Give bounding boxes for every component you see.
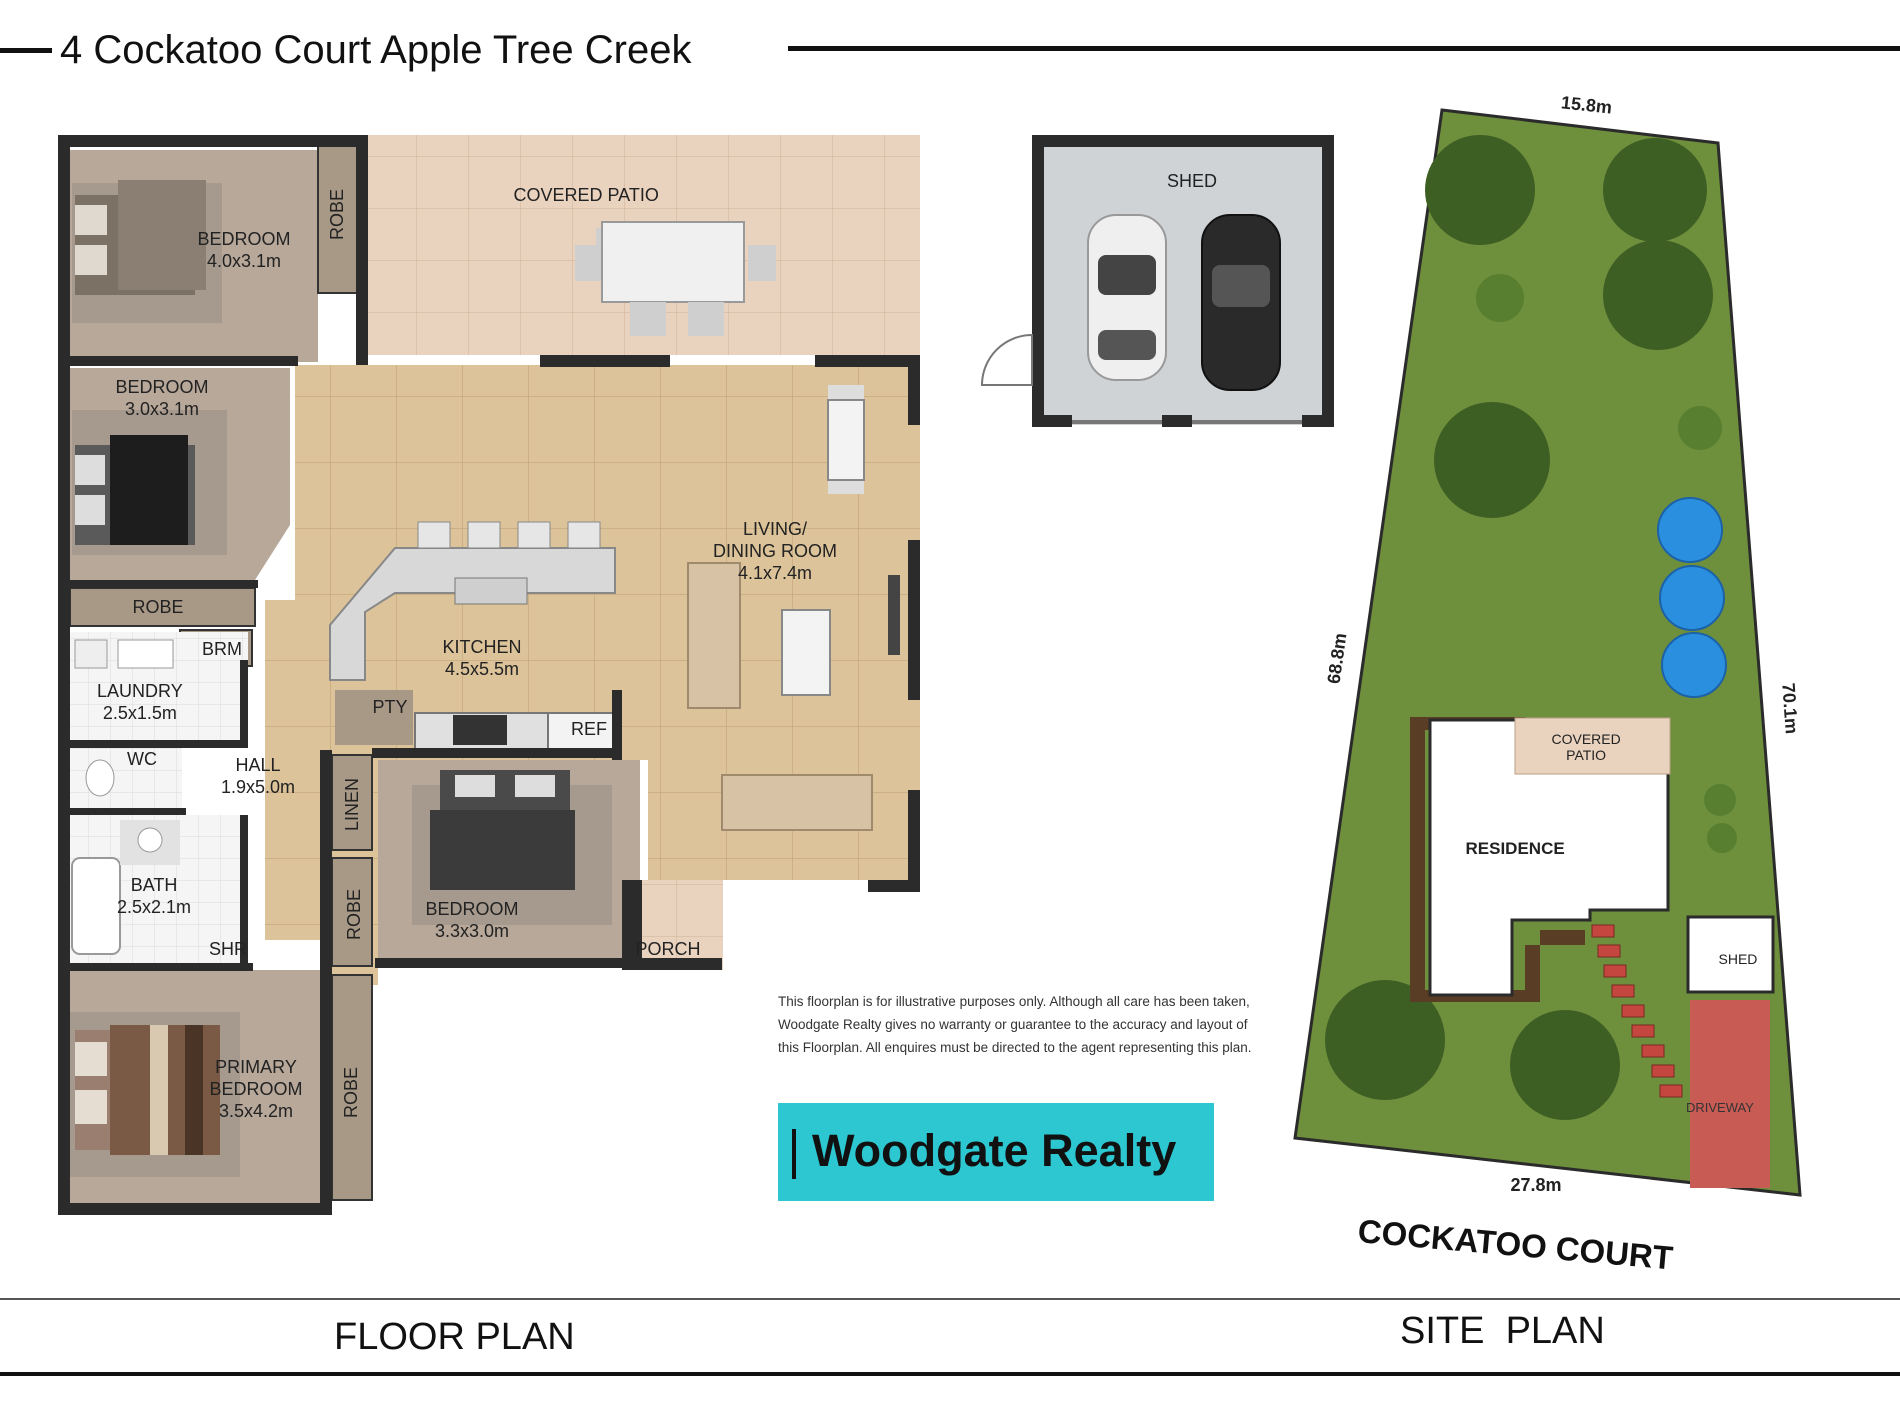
disclaimer-text: This floorplan is for illustrative purpo… bbox=[778, 994, 1252, 1055]
label-porch: PORCH bbox=[635, 939, 701, 959]
kitchen-island bbox=[329, 547, 616, 681]
sofa-bottom bbox=[721, 774, 873, 831]
label-brm: BRM bbox=[202, 639, 242, 659]
white-car bbox=[1087, 214, 1167, 381]
driveway bbox=[1690, 1000, 1770, 1188]
bed-c bbox=[430, 770, 575, 890]
brand-name: Woodgate Realty bbox=[812, 1125, 1177, 1176]
site-dim-bottom: 27.8m bbox=[1510, 1175, 1562, 1195]
label-primary-bedroom: PRIMARY BEDROOM 3.5x4.2m bbox=[209, 1057, 303, 1121]
label-bedroom-a: BEDROOM 4.0x3.1m bbox=[197, 229, 291, 271]
site-plan-heading: SITE PLAN bbox=[1400, 1310, 1605, 1352]
header-rule-right bbox=[788, 46, 1900, 51]
shed-building bbox=[980, 135, 1334, 427]
site-label-residence: RESIDENCE bbox=[1465, 839, 1565, 858]
site-dim-right: 70.1m bbox=[1778, 682, 1802, 735]
footer-rule-top bbox=[0, 1298, 1900, 1300]
brand-bar bbox=[792, 1129, 796, 1179]
bed-b bbox=[75, 435, 195, 545]
robe-c bbox=[331, 857, 373, 967]
tv-unit bbox=[888, 575, 900, 655]
walls bbox=[58, 135, 920, 1215]
label-bedroom-b: BEDROOM 3.0x3.1m bbox=[115, 377, 209, 419]
robe-b bbox=[69, 587, 256, 627]
label-pty: PTY bbox=[372, 697, 408, 717]
label-wc: WC bbox=[127, 749, 157, 769]
sofa-side bbox=[687, 562, 741, 709]
site-shed bbox=[1686, 915, 1775, 994]
label-bath: BATH 2.5x2.1m bbox=[117, 875, 192, 917]
label-covered-patio: COVERED PATIO bbox=[513, 185, 659, 205]
header-rule-left bbox=[0, 48, 52, 53]
linen bbox=[331, 754, 373, 851]
porch-floor bbox=[635, 880, 723, 970]
label-robe-b: ROBE bbox=[132, 597, 184, 617]
coffee-table bbox=[781, 609, 831, 696]
site-label-shed: SHED bbox=[1718, 951, 1758, 967]
label-shr: SHR bbox=[209, 939, 248, 959]
patio-table bbox=[575, 221, 776, 336]
pantry bbox=[335, 690, 413, 745]
label-robe-c: ROBE bbox=[344, 888, 365, 941]
site-covered-patio bbox=[1514, 717, 1671, 775]
robe-primary bbox=[331, 974, 373, 1201]
label-kitchen: KITCHEN 4.5x5.5m bbox=[442, 637, 522, 679]
label-robe-primary: ROBE bbox=[341, 1066, 362, 1119]
floor-plan-heading: FLOOR PLAN bbox=[334, 1316, 575, 1358]
bed-primary bbox=[75, 1025, 220, 1155]
label-hall: HALL 1.9x5.0m bbox=[221, 755, 296, 797]
label-bedroom-c: BEDROOM 3.3x3.0m bbox=[425, 899, 519, 941]
black-car bbox=[1201, 214, 1281, 391]
label-robe-a: ROBE bbox=[327, 188, 348, 241]
label-shed: SHED bbox=[1167, 171, 1218, 191]
label-living-dining: LIVING/ DINING ROOM 4.1x7.4m bbox=[713, 519, 837, 583]
site-label-driveway: DRIVEWAY bbox=[1686, 1100, 1754, 1115]
site-plan-lot bbox=[1293, 108, 1802, 1197]
label-laundry: LAUNDRY 2.5x1.5m bbox=[97, 681, 183, 723]
bed-a bbox=[75, 180, 206, 295]
page-title: 4 Cockatoo Court Apple Tree Creek bbox=[60, 28, 692, 72]
label-ref: REF bbox=[571, 719, 607, 739]
dining-table bbox=[827, 385, 865, 494]
footer-rule-bottom bbox=[0, 1372, 1900, 1376]
label-linen: LINEN bbox=[342, 777, 363, 832]
bar-stools bbox=[417, 521, 601, 549]
site-label-covered-patio: COVERED PATIO bbox=[1551, 731, 1621, 763]
brand-banner: Woodgate Realty bbox=[778, 1103, 1214, 1201]
residence-footprint bbox=[1428, 718, 1670, 997]
